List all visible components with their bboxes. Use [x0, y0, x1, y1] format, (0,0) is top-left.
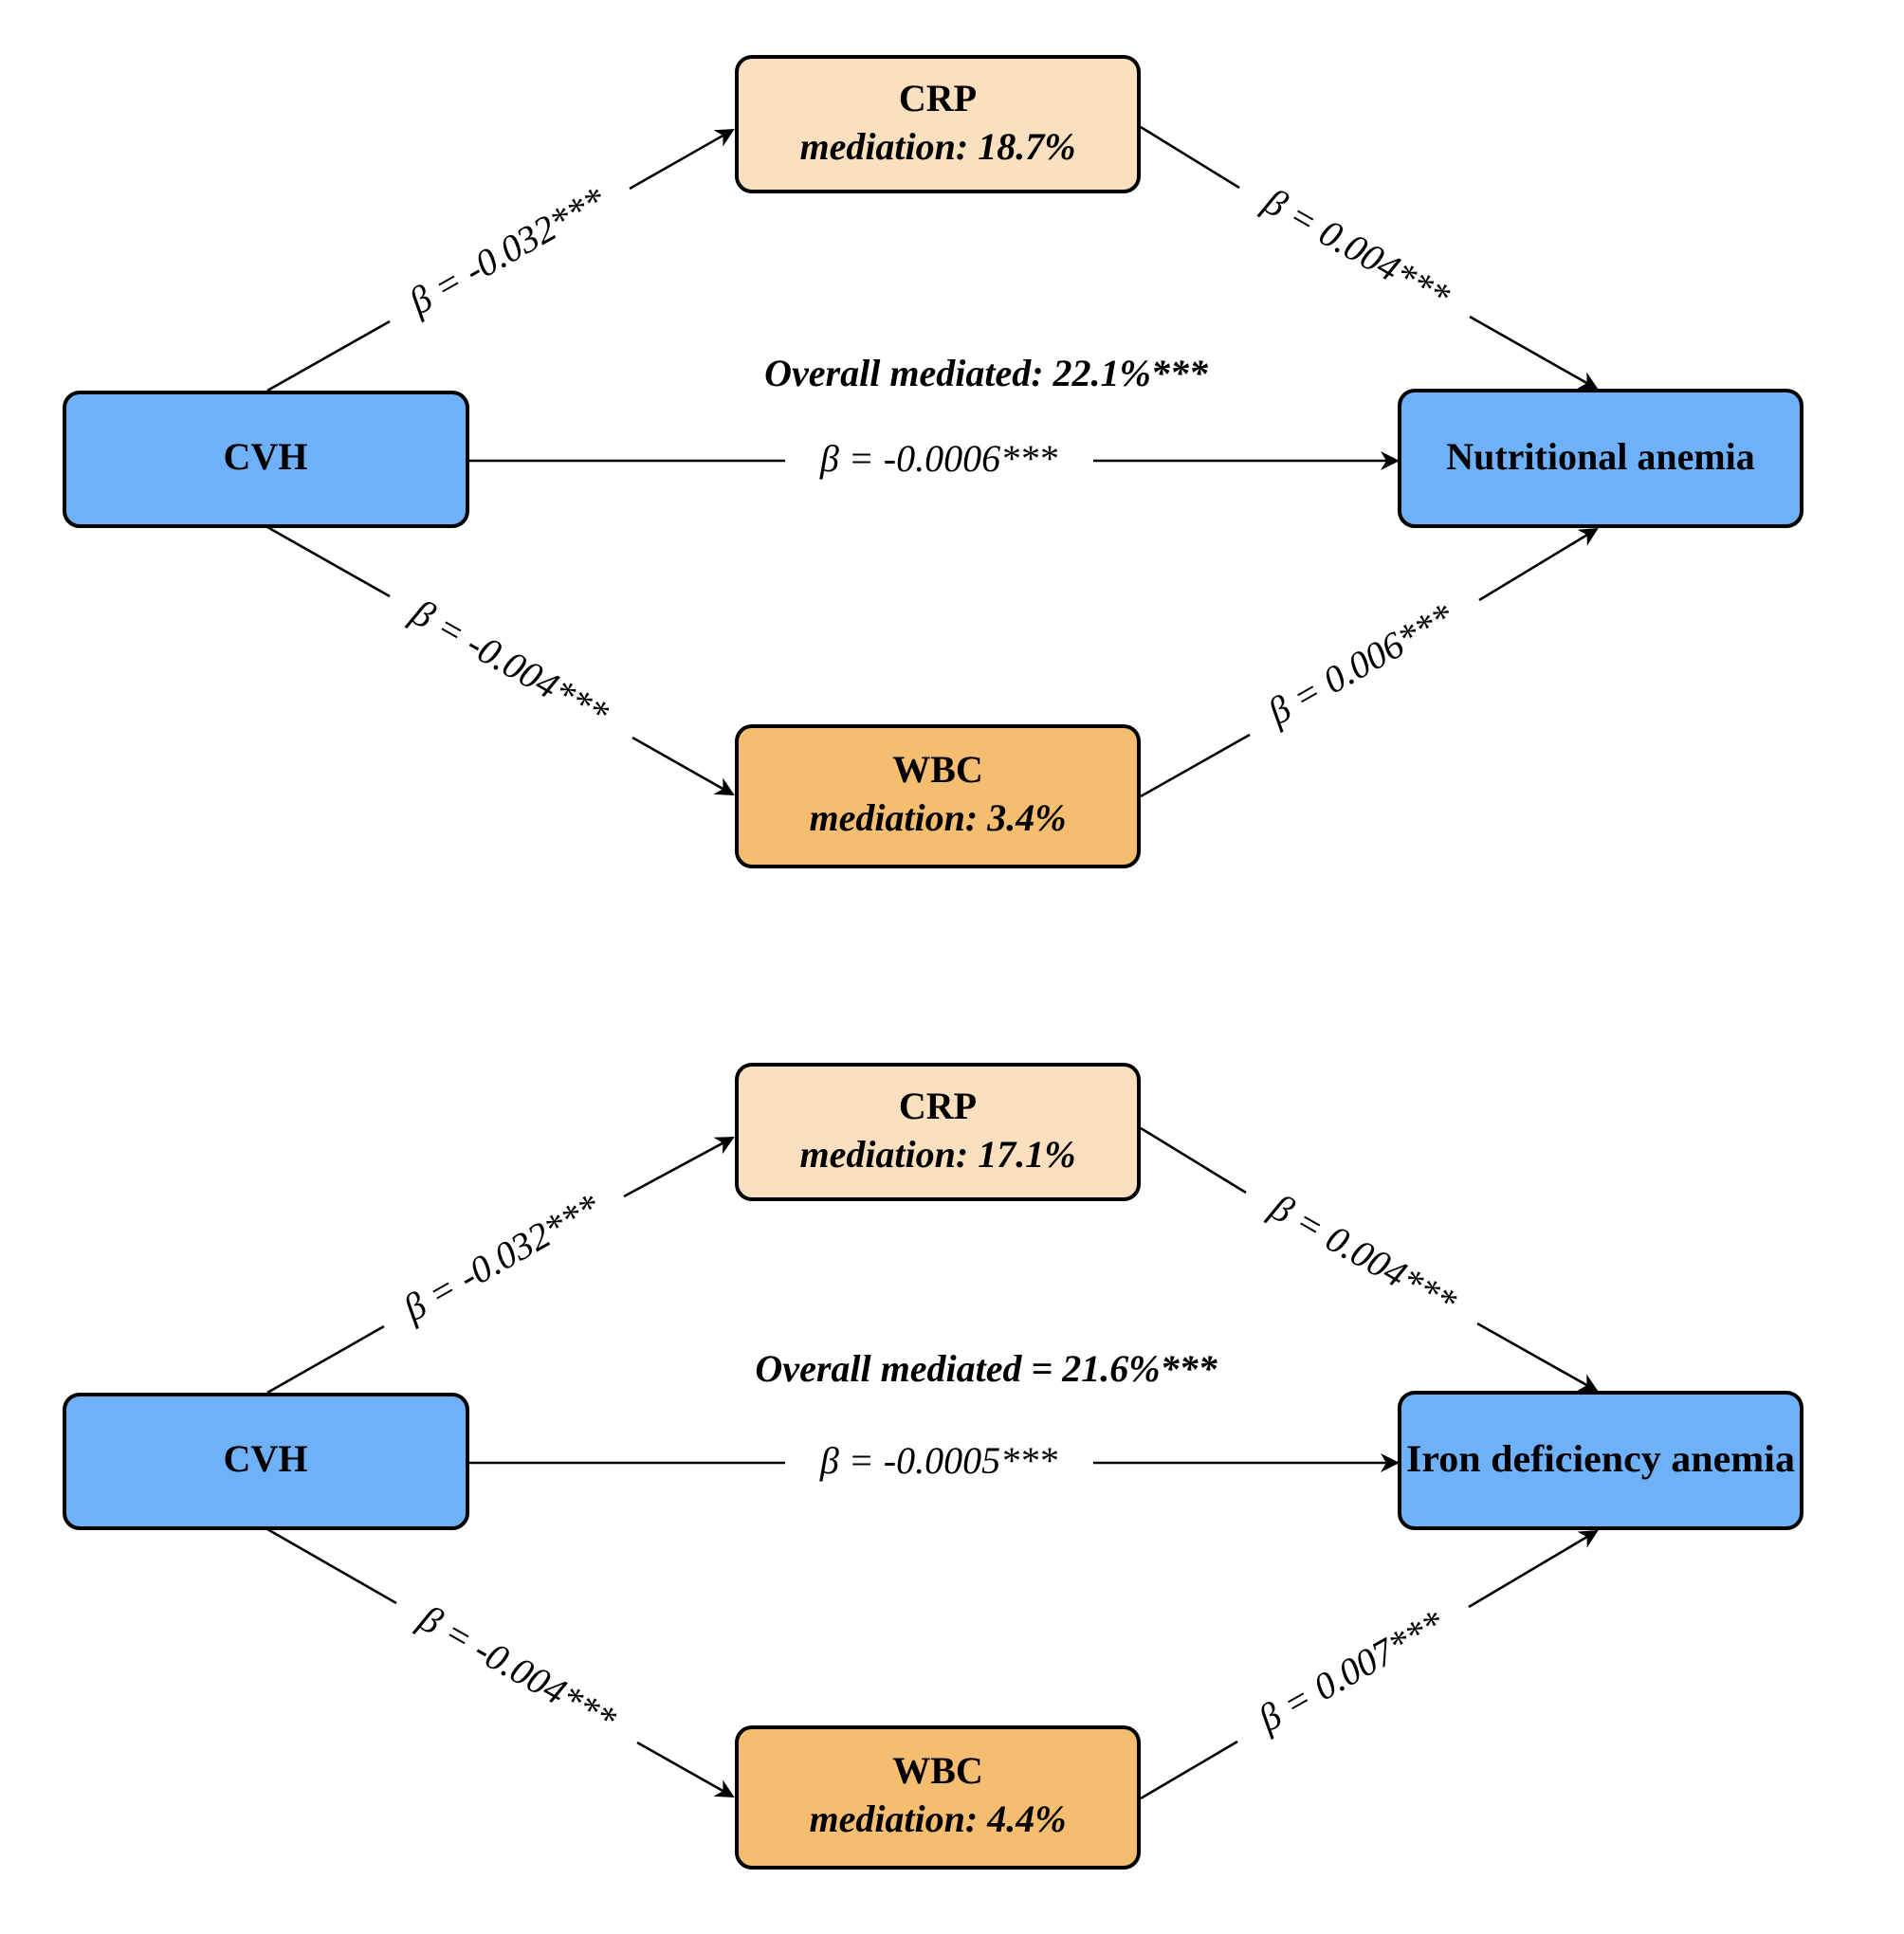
- node-label: CRP: [899, 77, 977, 119]
- node-label: WBC: [892, 1749, 983, 1792]
- node-box: [735, 1063, 1141, 1201]
- node-label: Iron deficiency anemia: [1406, 1437, 1795, 1480]
- node-mediation-value: mediation: 18.7%: [799, 125, 1075, 168]
- node-label: CVH: [224, 435, 308, 478]
- edge-wbc-to-outcome-segment-a: [1140, 1740, 1238, 1800]
- edge-crp-to-outcome-segment-a: [1140, 125, 1240, 190]
- label-exposure-to-crp: β = -0.032***: [395, 1185, 607, 1330]
- edge-wbc-to-outcome-segment-b: [1468, 1529, 1599, 1609]
- label-wbc-to-outcome: β = 0.007***: [1251, 1601, 1452, 1740]
- node-mediation-value: mediation: 17.1%: [799, 1133, 1075, 1176]
- edge-exposure-to-wbc-segment-b: [632, 736, 735, 796]
- edge-exposure-to-wbc-segment-b: [636, 1741, 735, 1798]
- edge-exposure-to-crp-segment-a: [266, 319, 391, 392]
- node-box: [735, 1725, 1141, 1870]
- node-mediator-crp: CRP mediation: 18.7%: [735, 55, 1141, 193]
- edge-crp-to-outcome-segment-b: [1469, 315, 1599, 391]
- label-exposure-to-wbc: β = -0.004***: [404, 590, 615, 735]
- label-direct: β = -0.0006***: [819, 437, 1057, 480]
- node-exposure-cvh: CVH: [63, 391, 469, 528]
- panel-nutritional-anemia: β = -0.032*** β = 0.004*** β = -0.0006**…: [63, 55, 1803, 868]
- overall-mediated-label: Overall mediated: 22.1%***: [764, 352, 1209, 394]
- node-mediator-crp: CRP mediation: 17.1%: [735, 1063, 1141, 1201]
- edge-wbc-to-outcome-segment-b: [1478, 527, 1599, 602]
- node-outcome-iron-deficiency-anemia: Iron deficiency anemia: [1398, 1391, 1803, 1530]
- node-exposure-cvh: CVH: [63, 1393, 469, 1530]
- node-label: CVH: [224, 1437, 308, 1480]
- label-exposure-to-crp: β = -0.032***: [401, 178, 613, 323]
- node-label: Nutritional anemia: [1446, 435, 1755, 478]
- edge-exposure-to-crp-segment-b: [623, 1136, 735, 1198]
- label-crp-to-outcome: β = 0.004***: [1256, 179, 1457, 318]
- label-crp-to-outcome: β = 0.004***: [1263, 1185, 1464, 1323]
- label-exposure-to-wbc: β = -0.004***: [412, 1596, 623, 1741]
- node-mediation-value: mediation: 4.4%: [809, 1797, 1066, 1840]
- node-box: [63, 391, 469, 528]
- edge-crp-to-outcome-segment-b: [1476, 1322, 1599, 1393]
- node-mediation-value: mediation: 3.4%: [809, 796, 1066, 839]
- node-box: [1398, 1391, 1803, 1530]
- node-label: CRP: [899, 1085, 977, 1127]
- edge-exposure-to-crp-segment-a: [266, 1324, 385, 1395]
- panel-iron-deficiency-anemia: β = -0.032*** β = 0.004*** β = -0.0005**…: [63, 1063, 1803, 1870]
- label-direct: β = -0.0005***: [819, 1439, 1057, 1482]
- node-box: [63, 1393, 469, 1530]
- edge-crp-to-outcome-segment-a: [1140, 1126, 1247, 1195]
- edge-exposure-to-wbc-segment-a: [266, 1527, 397, 1605]
- edge-exposure-to-crp-segment-b: [629, 128, 735, 191]
- node-mediator-wbc: WBC mediation: 3.4%: [735, 724, 1141, 868]
- overall-mediated-label: Overall mediated = 21.6%***: [755, 1347, 1217, 1390]
- node-box: [735, 55, 1141, 193]
- node-box: [1398, 389, 1803, 528]
- node-label: WBC: [892, 748, 983, 791]
- edge-exposure-to-wbc-segment-a: [266, 525, 391, 598]
- edge-wbc-to-outcome-segment-a: [1140, 733, 1251, 798]
- node-box: [735, 724, 1141, 868]
- label-wbc-to-outcome: β = 0.006***: [1260, 594, 1461, 733]
- node-mediator-wbc: WBC mediation: 4.4%: [735, 1725, 1141, 1870]
- node-outcome-nutritional-anemia: Nutritional anemia: [1398, 389, 1803, 528]
